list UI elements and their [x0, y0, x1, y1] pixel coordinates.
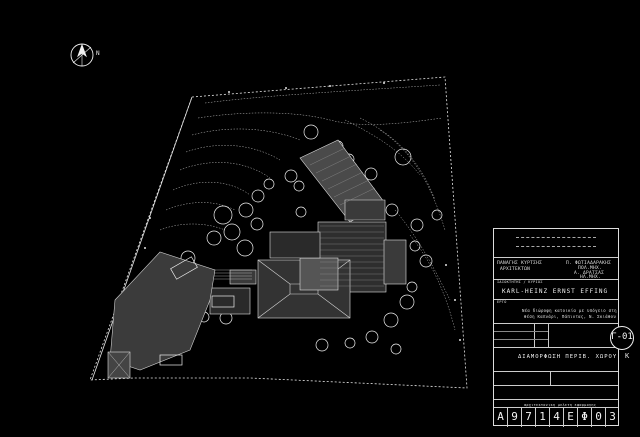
drawing-title: ΔΙΑΜΟΡΦΩΣΗ ΠΕΡΙΒ. ΧΩΡΟΥ [518, 354, 618, 360]
scale-bar [516, 237, 596, 247]
architect-role: ΑΡΧΙΤΕΚΤΩΝ [500, 267, 531, 272]
engineer-1-name: Π. ΦΩΤΙΑΔΑΡΑΚΗΣ [566, 261, 612, 266]
engineer-1-role: ΠΟΛ.ΜΗΧ. [578, 266, 603, 271]
engineer-2-role: ΗΛ.ΜΗΧ. [580, 275, 602, 280]
engineer-2-name: Α. ΔΡΑΤΣΑΣ [574, 271, 605, 276]
owner-row: ΙΔΙΟΚΤΗΤΗΣ / ΚΥΡΙΟΣ KARL-HEINZ ERNST EFF… [494, 279, 618, 300]
title-block-header [494, 229, 618, 258]
sheet-number-strip: Α 9 7 1 4 Ε Φ 0 3 [494, 407, 618, 427]
sheet-char: 9 [508, 408, 522, 427]
sheet-char: 1 [536, 408, 550, 427]
sheet-char: Ε [564, 408, 578, 427]
north-arrow [70, 43, 94, 67]
house-roofs [209, 139, 407, 319]
level-markers [144, 82, 461, 341]
sheet-char: 0 [592, 408, 606, 427]
project-desc-line-2: θέση Καπνάρι, Πάπιντας, Ν. Σκιάθου [524, 314, 617, 319]
project-desc-line-1: Νέα διώροφη κατοικία με υπόγειο στη [522, 308, 617, 313]
plot-boundary [89, 76, 468, 389]
contour-lines [159, 84, 456, 331]
drawing-title-row: ΔΙΑΜΟΡΦΩΣΗ ΠΕΡΙΒ. ΧΩΡΟΥ [494, 347, 618, 372]
title-block: ΠΑΝΑΓΗΣ ΚΥΡΤΣΗΣ ΑΡΧΙΤΕΚΤΩΝ Π. ΦΩΤΙΑΔΑΡΑΚ… [493, 228, 619, 427]
sheet-char: 7 [522, 408, 536, 427]
architect-name: ΠΑΝΑΓΗΣ ΚΥΡΤΣΗΣ [497, 261, 543, 266]
project-label: ΕΡΓΟ [497, 300, 507, 304]
roof-hatching [309, 147, 384, 287]
sheet-tag-circle: Γ-01 [610, 326, 634, 350]
owner-label: ΙΔΙΟΚΤΗΤΗΣ / ΚΥΡΙΟΣ [497, 280, 543, 284]
project-row: ΕΡΓΟ Νέα διώροφη κατοικία με υπόγειο στη… [494, 299, 618, 324]
driveway [107, 251, 252, 379]
notes-row [494, 371, 618, 386]
architect-row: ΠΑΝΑΓΗΣ ΚΥΡΤΣΗΣ ΑΡΧΙΤΕΚΤΩΝ Π. ΦΩΤΙΑΔΑΡΑΚ… [494, 257, 618, 280]
trees [114, 124, 443, 355]
info-grid [494, 323, 618, 348]
sheet-char: 3 [609, 410, 616, 423]
sheet-char: Α [494, 408, 508, 427]
sheet-tag: Γ-01 [611, 332, 633, 342]
owner-name: KARL-HEINZ ERNST EFFING [502, 288, 609, 295]
revision-letter: K [625, 352, 630, 360]
revision-row [494, 385, 618, 400]
footer-note: αρχιτεκτονικη μελετη εφαρμογης [524, 403, 597, 407]
sheet-char: 4 [550, 408, 564, 427]
sheet-char: Φ [578, 408, 592, 427]
north-arrow-label: N [96, 50, 100, 57]
